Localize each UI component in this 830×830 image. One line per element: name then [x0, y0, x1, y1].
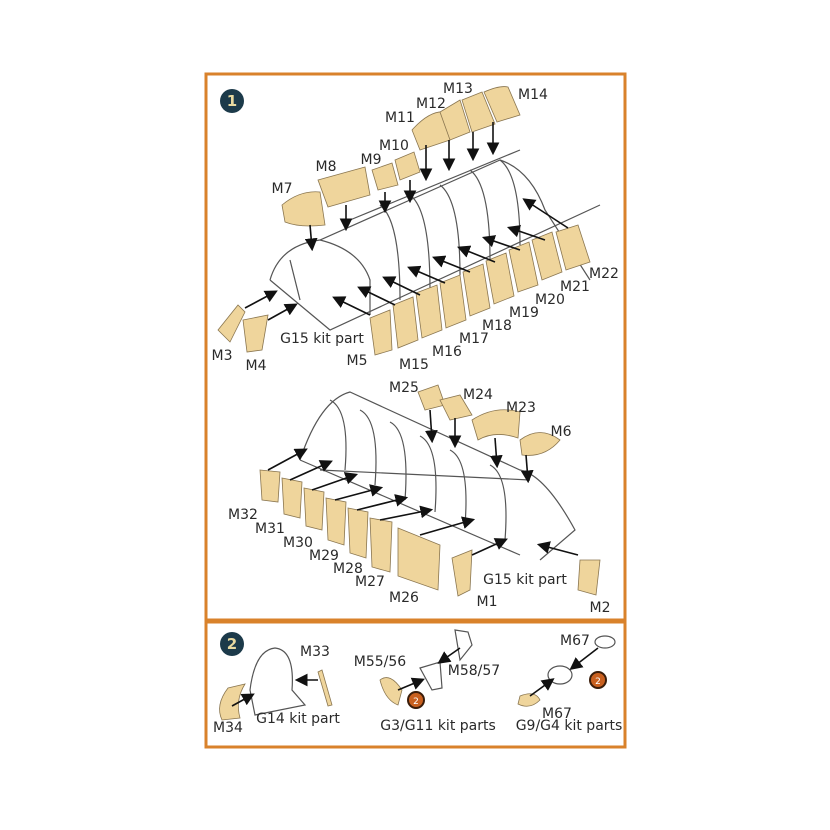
label-m26: M26: [389, 590, 419, 606]
label-m32: M32: [228, 507, 258, 523]
label-m24: M24: [463, 387, 493, 403]
label-m9: M9: [361, 152, 382, 168]
label-m33: M33: [300, 644, 330, 660]
label-m5: M5: [347, 353, 368, 369]
label-m13: M13: [443, 81, 473, 97]
label-m23: M23: [506, 400, 536, 416]
label-m8: M8: [316, 159, 337, 175]
label-m17: M17: [459, 331, 489, 347]
lower-masks: [259, 384, 601, 597]
label-m25: M25: [389, 380, 419, 396]
label-m6: M6: [551, 424, 572, 440]
label-m29: M29: [309, 548, 339, 564]
label-g9-g4-kit-parts: G9/G4 kit parts: [516, 718, 623, 734]
ref-badge-g3: 2: [413, 697, 419, 707]
label-m30: M30: [283, 535, 313, 551]
label-m3: M3: [212, 348, 233, 364]
label-m7: M7: [272, 181, 293, 197]
label-g3-g11-kit-parts: G3/G11 kit parts: [380, 718, 496, 734]
label-m67-bottom: M67: [542, 706, 572, 722]
step1-badge: 1: [220, 89, 244, 113]
label-m58-57: M58/57: [448, 663, 500, 679]
step2-labels: M33 M34 G14 kit part M55/56 M58/57 G3/G1…: [213, 633, 622, 736]
label-m18: M18: [482, 318, 512, 334]
label-m16: M16: [432, 344, 462, 360]
label-m19: M19: [509, 305, 539, 321]
label-m1: M1: [477, 594, 498, 610]
svg-text:2: 2: [227, 635, 237, 653]
label-g14-kit-part: G14 kit part: [256, 711, 340, 727]
label-m67-top: M67: [560, 633, 590, 649]
lower-labels: M25 M24 M23 M6 M32 M31 M30 M29 M28 M27 M…: [228, 380, 610, 616]
label-m28: M28: [333, 561, 363, 577]
label-m31: M31: [255, 521, 285, 537]
upper-masks: [217, 86, 591, 356]
label-m55-56: M55/56: [354, 654, 407, 670]
lower-arrows: [267, 409, 579, 556]
label-m14: M14: [518, 87, 548, 103]
step2-parts: 2 2: [219, 629, 616, 721]
label-m4: M4: [246, 358, 267, 374]
ref-badge-g9: 2: [595, 677, 601, 687]
label-g15-kit-part-upper: G15 kit part: [280, 331, 364, 347]
label-m27: M27: [355, 574, 385, 590]
label-m34: M34: [213, 720, 243, 736]
step2-badge: 2: [220, 632, 244, 656]
label-m11: M11: [385, 110, 415, 126]
label-m10: M10: [379, 138, 409, 154]
label-g15-kit-part-lower: G15 kit part: [483, 572, 567, 588]
label-m20: M20: [535, 292, 565, 308]
label-m15: M15: [399, 357, 429, 373]
lower-canopy-frame: [299, 391, 576, 561]
upper-labels: M13 M14 M12 M11 M10 M9 M8 M7 M22 M21 M20…: [212, 81, 619, 374]
svg-text:1: 1: [227, 92, 237, 110]
label-m22: M22: [589, 266, 619, 282]
label-m21: M21: [560, 279, 590, 295]
label-m12: M12: [416, 96, 446, 112]
upper-arrows: [244, 122, 569, 321]
label-m2: M2: [590, 600, 611, 616]
